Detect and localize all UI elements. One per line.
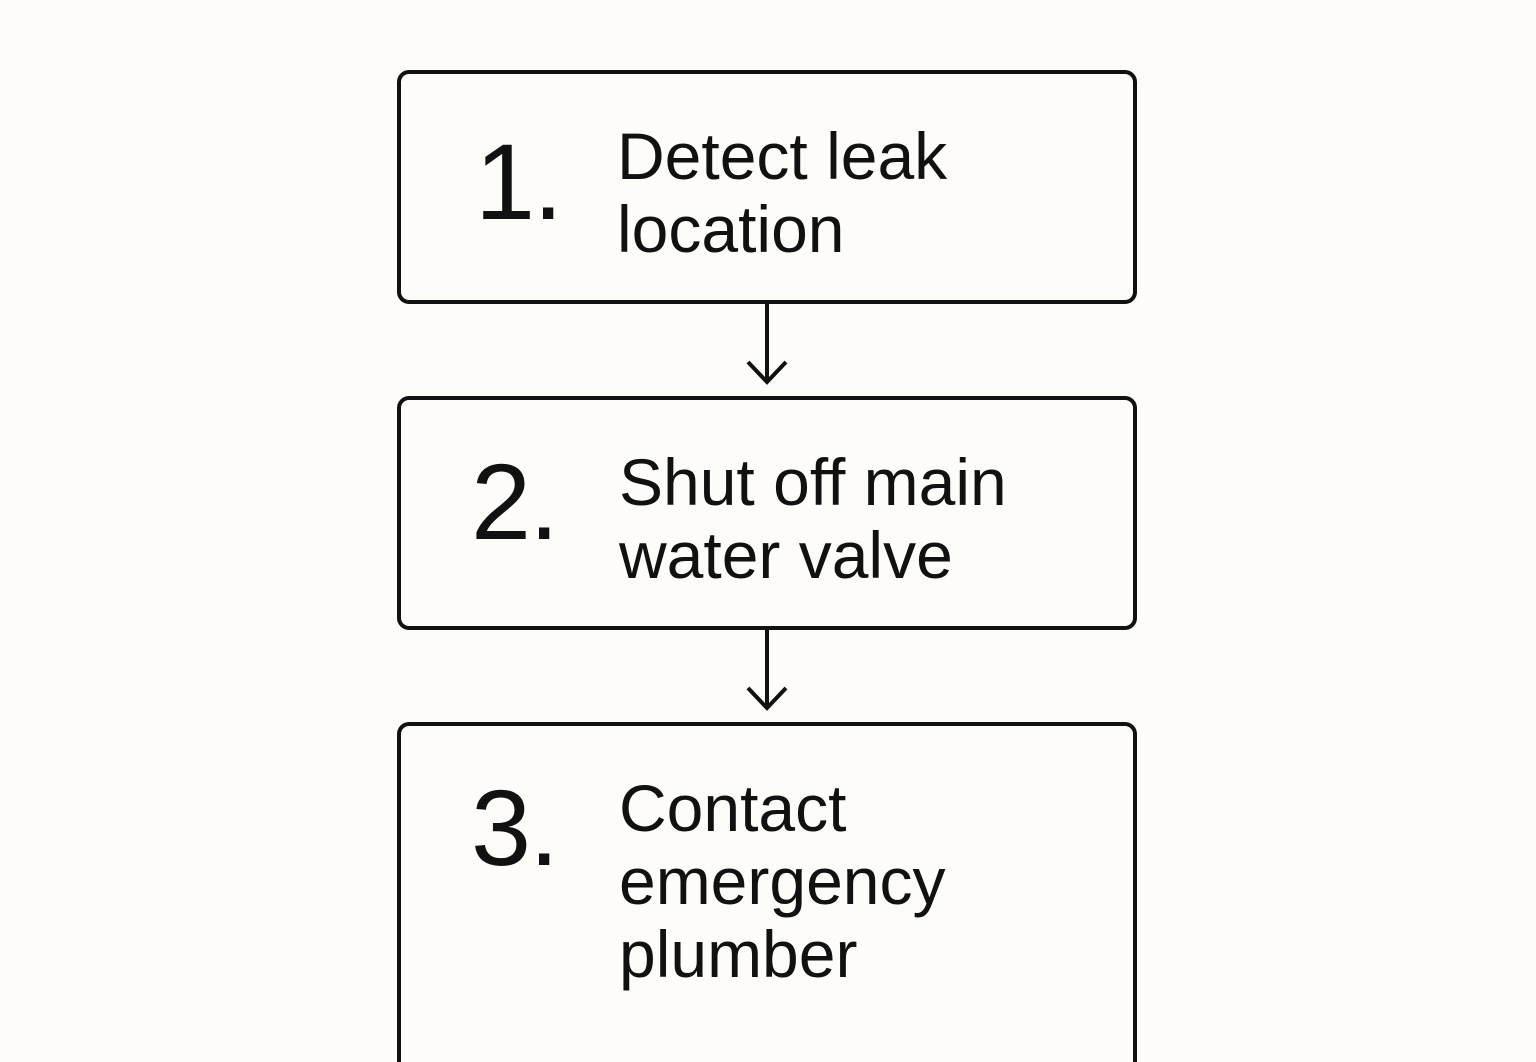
step-text: Shut off main water valve (619, 445, 1007, 592)
down-arrow-icon (746, 304, 788, 385)
step-text: Contact emergency plumber (619, 771, 946, 991)
step-box-1: 1. Detect leak location (397, 70, 1137, 304)
step-box-3: 3. Contact emergency plumber (397, 722, 1137, 1062)
step-text: Detect leak location (617, 119, 948, 266)
down-arrow-icon (746, 630, 788, 711)
step-number: 1. (475, 121, 563, 242)
step-box-2: 2. Shut off main water valve (397, 396, 1137, 630)
step-number: 2. (471, 441, 559, 562)
step-number: 3. (471, 767, 559, 888)
